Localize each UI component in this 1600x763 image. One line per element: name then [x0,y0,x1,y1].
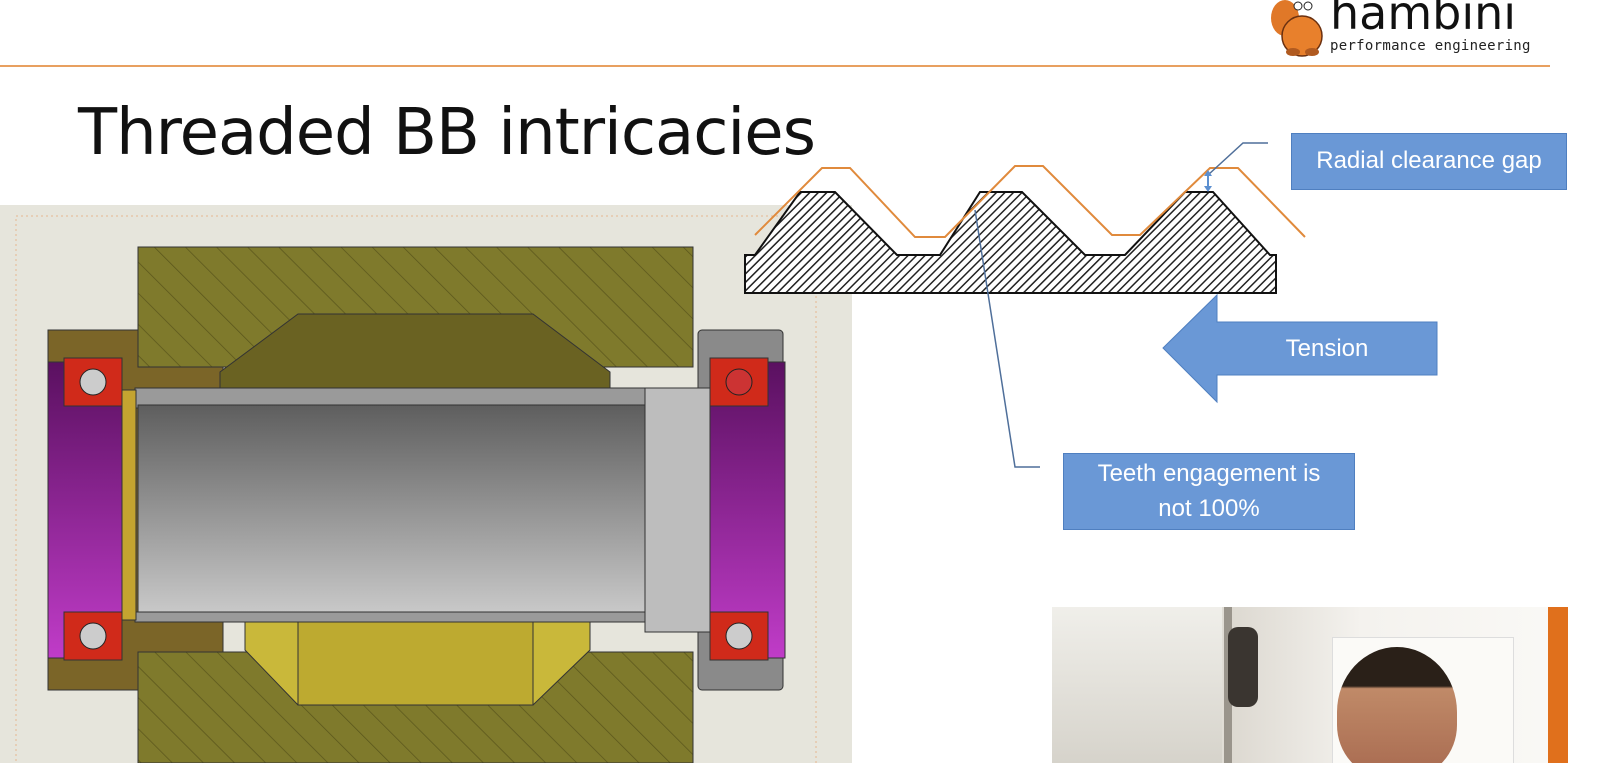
teeth-engagement-label: Teeth engagement is not 100% [1063,453,1355,530]
slide-title: Threaded BB intricacies [78,96,816,170]
thread-profile-diagram [744,165,1306,294]
male-thread-profile [744,191,1277,294]
bottom-bracket-cross-section [0,205,852,763]
hambini-squirrel-logo-icon [1271,0,1323,57]
presenter-face [1337,647,1457,763]
logo-tagline: performance engineering [1330,38,1531,54]
radial-clearance-label: Radial clearance gap [1291,133,1567,190]
webcam-overlay [1052,607,1568,763]
tension-label: Tension [1285,334,1369,362]
bearing-balls [63,357,769,661]
teeth-engagement-text: Teeth engagement is not 100% [1097,459,1321,522]
teeth-callout-leader [974,209,1040,468]
tension-arrow [1162,293,1438,404]
radial-callout-leader [1207,142,1268,176]
logo-wordmark: hambini [1330,0,1517,40]
